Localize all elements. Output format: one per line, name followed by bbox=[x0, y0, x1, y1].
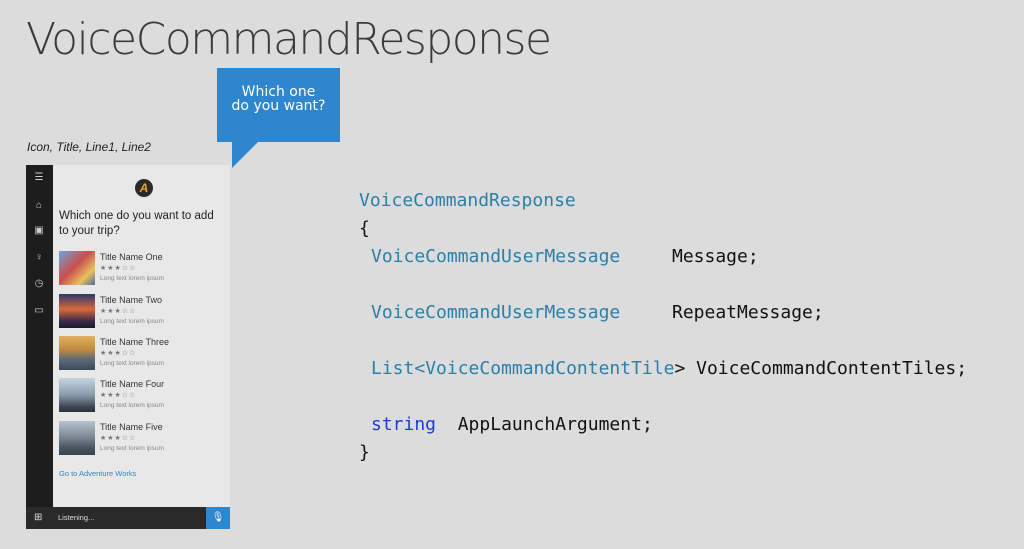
cortana-phone-mock: ☰ ⌂ ▣ ♀ ◷ ▭ A Which one do you want to a… bbox=[26, 165, 230, 529]
notebook-icon[interactable]: ▣ bbox=[34, 225, 44, 236]
content-tile[interactable]: Title Name Four ★★★☆☆ Long text lorem ip… bbox=[59, 378, 224, 414]
microphone-icon[interactable]: 🎙 bbox=[206, 507, 230, 529]
tile-stars: ★★★☆☆ bbox=[100, 392, 137, 399]
code-open-brace: { bbox=[359, 218, 370, 239]
listening-status: Listening... bbox=[58, 513, 95, 522]
tile-image-icon bbox=[59, 378, 95, 412]
tile-image-icon bbox=[59, 336, 95, 370]
tile-image-icon bbox=[59, 421, 95, 455]
speech-bubble: Which one do you want? bbox=[217, 68, 340, 142]
cortana-nav-rail: ☰ ⌂ ▣ ♀ ◷ ▭ bbox=[26, 165, 53, 507]
tile-title: Title Name Five bbox=[100, 422, 163, 432]
tile-title: Title Name One bbox=[100, 252, 163, 262]
bubble-line1: Which one bbox=[241, 84, 316, 100]
content-tile[interactable]: Title Name Three ★★★☆☆ Long text lorem i… bbox=[59, 336, 224, 372]
content-tile[interactable]: Title Name Two ★★★☆☆ Long text lorem ips… bbox=[59, 294, 224, 330]
tile-line2: Long text lorem ipsum bbox=[100, 275, 164, 282]
history-icon[interactable]: ◷ bbox=[34, 278, 44, 289]
cortana-panel: A Which one do you want to add to your t… bbox=[53, 165, 230, 507]
tile-line2: Long text lorem ipsum bbox=[100, 318, 164, 325]
code-class-name: VoiceCommandResponse bbox=[359, 190, 576, 211]
home-icon[interactable]: ⌂ bbox=[35, 200, 43, 211]
code-field-content-tiles: List<VoiceCommandContentTile> VoiceComma… bbox=[371, 358, 968, 379]
taskbar: ⊞ Listening... 🎙 bbox=[26, 507, 230, 529]
tile-stars: ★★★☆☆ bbox=[100, 265, 137, 272]
cortana-question: Which one do you want to add to your tri… bbox=[59, 210, 214, 237]
tile-stars: ★★★☆☆ bbox=[100, 435, 137, 442]
tile-title: Title Name Four bbox=[100, 379, 165, 389]
code-field-app-launch-argument: string AppLaunchArgument; bbox=[371, 414, 653, 435]
tile-stars: ★★★☆☆ bbox=[100, 308, 137, 315]
content-tile[interactable]: Title Name One ★★★☆☆ Long text lorem ips… bbox=[59, 251, 224, 287]
tile-stars: ★★★☆☆ bbox=[100, 350, 137, 357]
code-close-brace: } bbox=[359, 442, 370, 463]
tile-line2: Long text lorem ipsum bbox=[100, 360, 164, 367]
tile-image-icon bbox=[59, 294, 95, 328]
windows-start-icon[interactable]: ⊞ bbox=[34, 512, 43, 523]
bubble-tail bbox=[232, 142, 258, 168]
hamburger-icon[interactable]: ☰ bbox=[34, 172, 44, 183]
slide-title: VoiceCommandResponse bbox=[26, 14, 552, 65]
tile-title: Title Name Two bbox=[100, 295, 163, 305]
tile-fields-caption: Icon, Title, Line1, Line2 bbox=[27, 140, 151, 154]
go-to-app-link[interactable]: Go to Adventure Works bbox=[59, 469, 137, 478]
tile-title: Title Name Three bbox=[100, 337, 170, 347]
tile-line2: Long text lorem ipsum bbox=[100, 402, 164, 409]
feedback-icon[interactable]: ▭ bbox=[34, 305, 44, 316]
bulb-icon[interactable]: ♀ bbox=[35, 252, 43, 263]
content-tile[interactable]: Title Name Five ★★★☆☆ Long text lorem ip… bbox=[59, 421, 224, 457]
tile-image-icon bbox=[59, 251, 95, 285]
tile-line2: Long text lorem ipsum bbox=[100, 445, 164, 452]
bubble-line2: do you want? bbox=[231, 98, 326, 114]
app-avatar-icon: A bbox=[135, 179, 153, 197]
